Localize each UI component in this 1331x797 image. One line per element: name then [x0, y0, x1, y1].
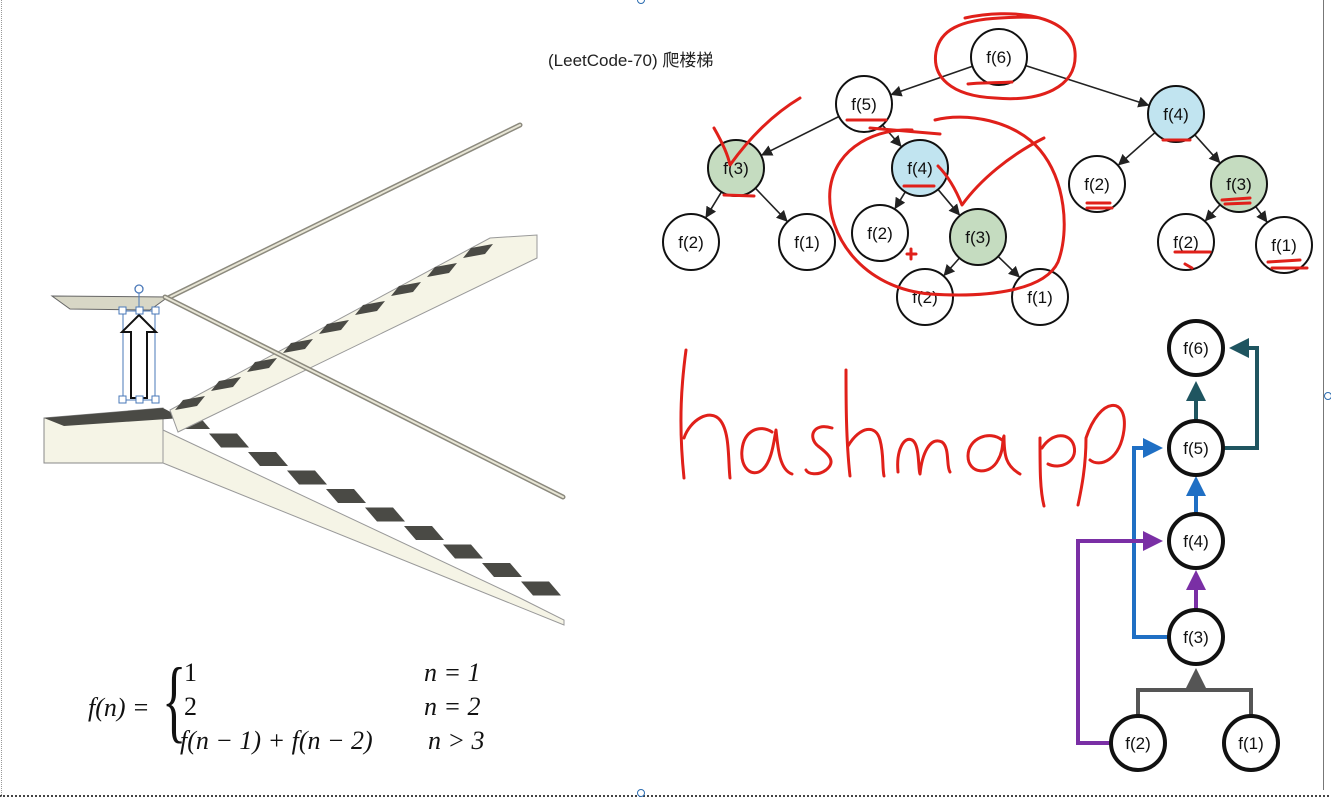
formula-case-1-value: 1 [184, 658, 197, 687]
formula-lhs: f(n) = [88, 693, 150, 722]
memo-chain-link [1223, 338, 1259, 450]
tree-node-circle [1147, 85, 1205, 143]
formula-case-3-condition: n > 3 [428, 726, 485, 755]
tree-node: f(2) [896, 268, 954, 326]
tree-edge [943, 257, 961, 277]
tree-node-circle [970, 28, 1028, 86]
tree-node-circle [1011, 268, 1069, 326]
tree-node: f(1) [1255, 216, 1313, 274]
tree-node-label: f(4) [907, 159, 933, 178]
staircase-illustration [43, 122, 566, 626]
tree-node-label: f(1) [794, 233, 820, 252]
memo-chain-node: f(6) [1167, 319, 1225, 377]
tree-node-label: f(3) [965, 228, 991, 247]
slide-left-edge [1, 0, 2, 797]
slide-title: (LeetCode-70) 爬楼梯 [548, 51, 714, 70]
memo-chain-link [1136, 672, 1253, 716]
tree-edge [754, 187, 788, 222]
memo-chain-node-circle [1167, 319, 1225, 377]
tree-node-label: f(1) [1027, 288, 1053, 307]
tree-edge [1194, 134, 1221, 164]
formula-brace: { [162, 649, 187, 751]
formula-case-2-value: 2 [184, 692, 197, 721]
tree-edge [705, 191, 723, 219]
tree-node-label: f(5) [851, 95, 877, 114]
memo-chain-links [1076, 338, 1259, 745]
resize-handle-right[interactable] [1324, 392, 1331, 400]
tree-edge [1117, 131, 1156, 166]
memo-chain-node-label: f(1) [1238, 734, 1264, 753]
memo-chain-node: f(2) [1109, 714, 1167, 772]
tree-node-circle [1157, 213, 1215, 271]
tree-node: f(2) [1157, 213, 1215, 271]
recursion-tree: f(6) f(5) f(4) f(3) f(4) f(2) f(3) f(2) f(1) f(2)… [662, 28, 1313, 326]
tree-node: f(1) [1011, 268, 1069, 326]
tree-node-circle [896, 268, 954, 326]
memo-chain-node-label: f(4) [1183, 532, 1209, 551]
memo-chain-node: f(4) [1167, 512, 1225, 570]
tree-node-label: f(2) [678, 233, 704, 252]
tree-node: f(6) [970, 28, 1028, 86]
memo-chain-node: f(1) [1222, 714, 1280, 772]
tree-node-circle [778, 213, 836, 271]
tree-edge [1204, 204, 1221, 222]
tree-node: f(4) [1147, 85, 1205, 143]
red-ink-annotations [679, 12, 1309, 508]
tree-edge [997, 255, 1020, 278]
tree-node: f(4) [891, 139, 949, 197]
tree-edge [894, 191, 907, 210]
memo-chain-node: f(3) [1167, 608, 1225, 666]
tree-edge [937, 188, 961, 216]
tree-edge [760, 115, 840, 156]
memo-chain-node-circle [1167, 512, 1225, 570]
tree-node-circle [949, 208, 1007, 266]
tree-edge [1025, 64, 1150, 108]
recursion-tree-edges [705, 64, 1268, 278]
tree-node: f(3) [1210, 155, 1268, 213]
memo-chain-link [1076, 531, 1163, 745]
tree-node: f(2) [851, 204, 909, 262]
memo-chain-node-label: f(5) [1183, 439, 1209, 458]
tree-node-label: f(6) [986, 48, 1012, 67]
tree-node: f(5) [835, 75, 893, 133]
tree-node: f(3) [707, 139, 765, 197]
memo-chain-node: f(5) [1167, 419, 1225, 477]
tree-node-label: f(1) [1271, 236, 1297, 255]
slide-right-edge [1323, 0, 1324, 790]
recurrence-formula: f(n) = { 1 n = 1 2 n = 2 f(n − 1) + f(n … [88, 654, 508, 758]
tree-node-label: f(3) [723, 159, 749, 178]
tree-edge [1254, 206, 1268, 223]
memo-chain: f(6) f(5) f(4) f(3) f(2) f(1) [1109, 319, 1280, 772]
tree-node-label: f(4) [1163, 105, 1189, 124]
memo-chain-node-label: f(6) [1183, 339, 1209, 358]
memo-chain-node-circle [1167, 608, 1225, 666]
tree-node: f(2) [662, 213, 720, 271]
tree-node-label: f(2) [867, 224, 893, 243]
tree-node: f(1) [778, 213, 836, 271]
memo-chain-node-circle [1222, 714, 1280, 772]
formula-case-2-condition: n = 2 [424, 692, 481, 721]
memo-chain-node-circle [1167, 419, 1225, 477]
tree-node-label: f(3) [1226, 175, 1252, 194]
memo-chain-node-label: f(3) [1183, 628, 1209, 647]
tree-node-circle [662, 213, 720, 271]
tree-node-circle [851, 204, 909, 262]
memo-chain-node-circle [1109, 714, 1167, 772]
tree-node: f(3) [949, 208, 1007, 266]
tree-node-circle [1210, 155, 1268, 213]
tree-node-circle [1068, 155, 1126, 213]
tree-node-label: f(2) [1084, 175, 1110, 194]
tree-node-circle [891, 139, 949, 197]
memo-chain-node-label: f(2) [1125, 734, 1151, 753]
tree-edge [890, 65, 973, 97]
formula-case-1-condition: n = 1 [424, 658, 481, 687]
formula-case-3-value: f(n − 1) + f(n − 2) [180, 726, 373, 755]
tree-node-label: f(2) [1173, 233, 1199, 252]
tree-node-circle [835, 75, 893, 133]
tree-node: f(2) [1068, 155, 1126, 213]
